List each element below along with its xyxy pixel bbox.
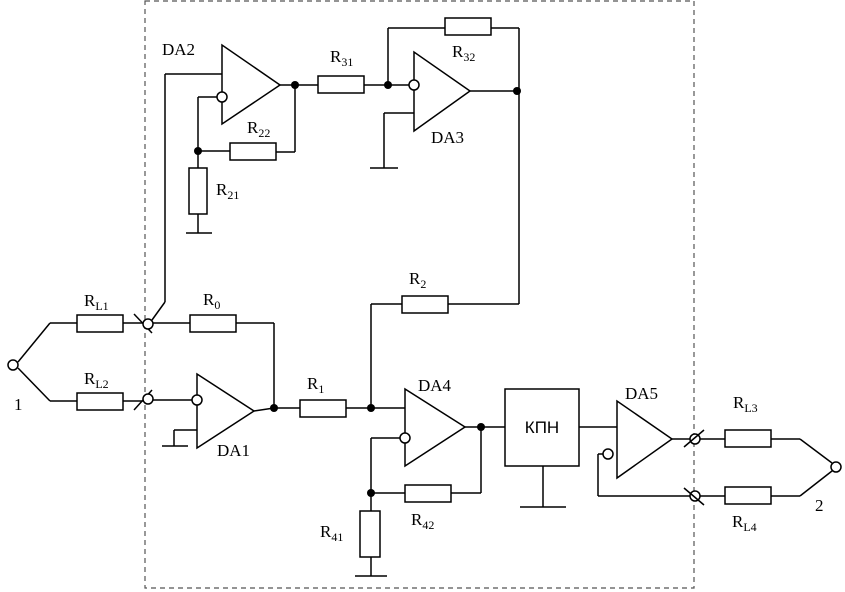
label-r31: R31: [330, 47, 353, 69]
resistor-r32: [444, 17, 492, 36]
resistor-r22: [229, 142, 277, 161]
label-r21: R21: [216, 180, 239, 202]
label-r2: R2: [409, 269, 426, 291]
opamp-da2: [221, 43, 282, 126]
resistor-r41: [359, 510, 381, 558]
input-terminal-node: [7, 359, 19, 371]
label-rl1: RL1: [84, 291, 109, 313]
connector-rl1: [142, 318, 154, 330]
resistor-r21: [188, 167, 208, 215]
da5-inverting-bubble: [602, 448, 614, 460]
da2-inverting-bubble: [216, 91, 228, 103]
label-r42: R42: [411, 510, 434, 532]
label-da4: DA4: [418, 376, 452, 395]
terminal-out-label: 2: [815, 496, 824, 515]
label-kpn: КПН: [525, 418, 559, 437]
label-da3: DA3: [431, 128, 464, 147]
input-wiring: [17, 313, 153, 411]
opamp-da1: [196, 372, 256, 450]
da4-inverting-bubble: [399, 432, 411, 444]
label-rl4: RL4: [732, 512, 757, 534]
label-rl3: RL3: [733, 393, 758, 415]
resistor-r31: [317, 75, 365, 94]
resistor-r42: [404, 484, 452, 503]
resistor-r2: [401, 295, 449, 314]
resistor-r0: [189, 314, 237, 333]
resistor-rl4: [724, 486, 772, 505]
resistor-rl1: [76, 314, 124, 333]
label-rl2: RL2: [84, 369, 109, 391]
output-terminal-node: [830, 461, 842, 473]
terminal-in-label: 1: [14, 395, 23, 414]
opamp-da3: [413, 50, 472, 133]
label-r22: R22: [247, 118, 270, 140]
connector-rl2: [142, 393, 154, 405]
da1-inverting-bubble: [191, 394, 203, 406]
opamp-da5: [616, 399, 674, 480]
da3-inverting-bubble: [408, 79, 420, 91]
opamp-da4: [404, 387, 467, 468]
label-r41: R41: [320, 522, 343, 544]
label-da5: DA5: [625, 384, 658, 403]
resistor-r1: [299, 399, 347, 418]
label-da1: DA1: [217, 441, 250, 460]
enclosure-boundary: [144, 0, 695, 589]
resistor-rl3: [724, 429, 772, 448]
label-r0: R0: [203, 290, 220, 312]
label-da2: DA2: [162, 40, 195, 59]
resistor-rl2: [76, 392, 124, 411]
kpn-block: [504, 388, 580, 467]
label-r1: R1: [307, 374, 324, 396]
label-r32: R32: [452, 42, 475, 64]
